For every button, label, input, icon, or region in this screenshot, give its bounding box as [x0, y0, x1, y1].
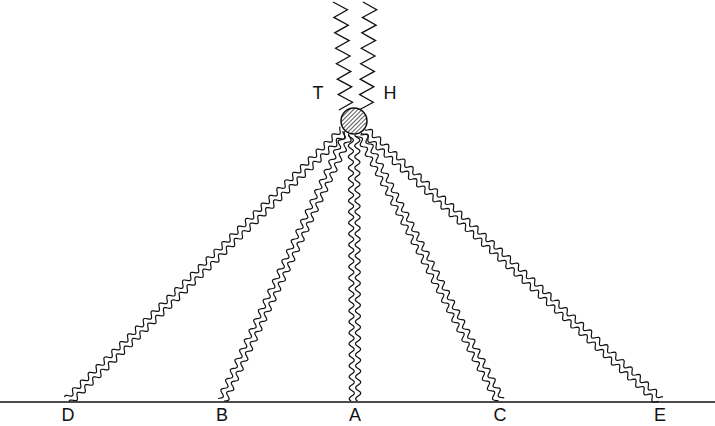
point-letter: D — [61, 406, 76, 424]
wave-ray — [355, 136, 498, 401]
wave-ray — [360, 134, 658, 402]
point-letter: C — [493, 406, 508, 424]
wave-ray — [218, 131, 345, 398]
wave-ray — [348, 135, 354, 401]
point-letter: T — [312, 84, 325, 102]
wave-ray — [365, 129, 663, 397]
point-letter: E — [653, 406, 667, 424]
point-letter: A — [348, 406, 362, 424]
point-letter: B — [215, 406, 229, 424]
wave-ray — [361, 133, 504, 398]
wave-ray — [65, 127, 341, 397]
ground-line — [0, 401, 715, 403]
point-letter: H — [383, 84, 398, 102]
wave-ray — [69, 131, 345, 401]
sphere — [341, 108, 367, 134]
wave-ray — [224, 134, 351, 401]
wave-ray — [355, 135, 361, 401]
zigzag-wave — [359, 2, 377, 110]
zigzag-wave — [333, 2, 353, 110]
